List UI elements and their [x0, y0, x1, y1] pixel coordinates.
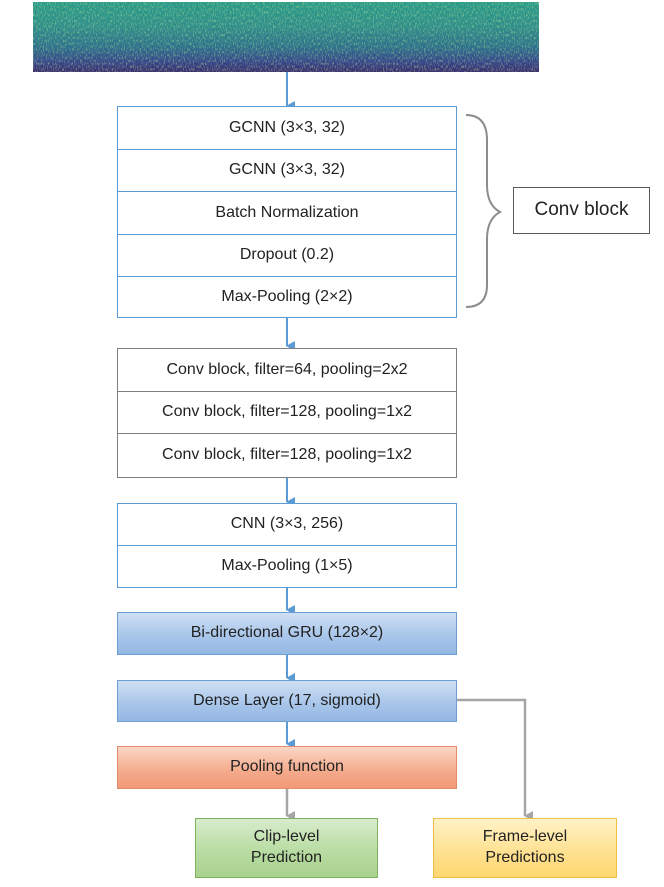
- layer-label: CNN (3×3, 256): [230, 515, 344, 533]
- conv-block-layer-maxpool: Max-Pooling (2×2): [117, 276, 457, 318]
- prediction-label: Frame-level Predictions: [482, 828, 568, 866]
- conv-block-label: Conv block: [513, 187, 650, 234]
- layer-label: Batch Normalization: [215, 203, 359, 221]
- prediction-label: Clip-level Prediction: [250, 828, 323, 866]
- layer-label: Pooling function: [230, 758, 344, 776]
- stacked-conv-block-3: Conv block, filter=128, pooling=1x2: [117, 433, 457, 478]
- conv-block-brace: [465, 114, 503, 308]
- layer-label: Max-Pooling (1×5): [221, 556, 353, 574]
- pooling-function-layer: Pooling function: [117, 746, 457, 789]
- layer-label: Max-Pooling (2×2): [221, 287, 353, 305]
- stacked-conv-block-2: Conv block, filter=128, pooling=1x2: [117, 390, 457, 435]
- spectrogram-image: [33, 2, 539, 72]
- conv-block-layer-batchnorm: Batch Normalization: [117, 191, 457, 235]
- clip-level-prediction: Clip-level Prediction: [195, 818, 378, 878]
- gru-layer: Bi-directional GRU (128×2): [117, 612, 457, 655]
- cnn-layer: CNN (3×3, 256): [117, 503, 457, 546]
- layer-label: Conv block, filter=64, pooling=2x2: [166, 360, 408, 378]
- layer-label: Conv block, filter=128, pooling=1x2: [162, 403, 412, 421]
- layer-label: GCNN (3×3, 32): [228, 161, 346, 179]
- frame-level-predictions: Frame-level Predictions: [433, 818, 617, 878]
- layer-label: GCNN (3×3, 32): [228, 118, 346, 136]
- layer-label: Conv block, filter=128, pooling=1x2: [162, 446, 412, 464]
- conv-block-layer-gcnn-2: GCNN (3×3, 32): [117, 148, 457, 193]
- cnn-maxpool-layer: Max-Pooling (1×5): [117, 544, 457, 588]
- conv-block-label-text: Conv block: [534, 199, 629, 221]
- arrow-dense-to-frame: [456, 698, 533, 821]
- conv-block-layer-gcnn-1: GCNN (3×3, 32): [117, 106, 457, 150]
- dense-layer: Dense Layer (17, sigmoid): [117, 680, 457, 722]
- conv-block-layer-dropout: Dropout (0.2): [117, 233, 457, 278]
- stacked-conv-block-1: Conv block, filter=64, pooling=2x2: [117, 348, 457, 392]
- layer-label: Dense Layer (17, sigmoid): [193, 691, 381, 709]
- layer-label: Dropout (0.2): [239, 246, 335, 264]
- layer-label: Bi-directional GRU (128×2): [190, 624, 384, 642]
